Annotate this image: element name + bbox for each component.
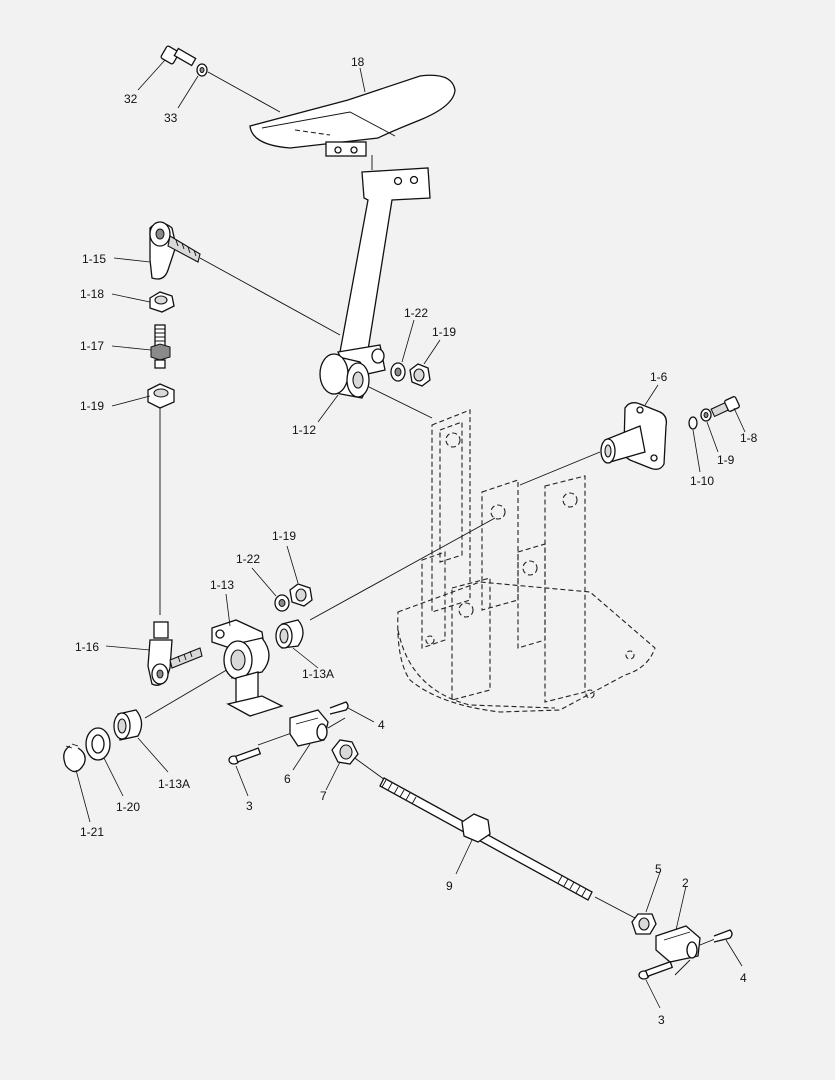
clevis-2 [655, 925, 701, 963]
bolt-1-8 [710, 396, 740, 418]
callout-1-18: 1-18 [80, 287, 104, 301]
bushing-1-13a-top [275, 619, 304, 649]
callout-5: 5 [655, 862, 662, 876]
pedal-arm [337, 167, 431, 379]
nut-1-19-top [409, 363, 431, 387]
callout-2: 2 [682, 876, 689, 890]
callout-1-13a-bottom: 1-13A [158, 777, 190, 791]
lower-pivot-1-13 [211, 619, 284, 717]
callout-1-8: 1-8 [740, 431, 758, 445]
assembly-lines [144, 71, 726, 976]
callout-1-22-top: 1-22 [404, 306, 428, 320]
nut-7 [331, 739, 359, 765]
base-frame [397, 409, 656, 713]
callout-1-12: 1-12 [292, 423, 316, 437]
threaded-rod-9 [379, 777, 593, 901]
callout-1-20: 1-20 [116, 800, 140, 814]
callout-labels: 32 33 18 1-15 1-18 1-17 1-19 1-22 1-19 1… [75, 55, 758, 1027]
callout-9: 9 [446, 879, 453, 893]
pivot-bracket-1-6 [600, 402, 668, 470]
snap-ring-1-21 [63, 743, 86, 773]
callout-1-22-lower: 1-22 [236, 552, 260, 566]
callout-3-bottom: 3 [658, 1013, 665, 1027]
callout-7: 7 [320, 789, 327, 803]
callout-6: 6 [284, 772, 291, 786]
clevis-pin-3-top [228, 747, 262, 765]
stud-1-17 [150, 324, 171, 369]
callout-1-19-left: 1-19 [80, 399, 104, 413]
callout-4-top: 4 [378, 718, 385, 732]
nut-1-19-left [147, 383, 175, 409]
callout-1-16: 1-16 [75, 640, 99, 654]
callout-1-9: 1-9 [717, 453, 735, 467]
bushing-1-13a-bottom [113, 709, 143, 741]
callout-1-19-top: 1-19 [432, 325, 456, 339]
callout-1-17: 1-17 [80, 339, 104, 353]
callout-33: 33 [164, 111, 178, 125]
callout-1-10: 1-10 [690, 474, 714, 488]
callout-1-13: 1-13 [210, 578, 234, 592]
rod-end-1-15 [149, 221, 201, 280]
callout-32: 32 [124, 92, 138, 106]
cotter-pin-4-bottom [713, 929, 733, 943]
washer-1-10 [688, 416, 698, 430]
washer-33 [196, 63, 208, 77]
callout-1-21: 1-21 [80, 825, 104, 839]
callout-1-19-lower: 1-19 [272, 529, 296, 543]
pedal-pad [249, 74, 456, 157]
nut-5 [631, 913, 657, 935]
callout-1-15: 1-15 [82, 252, 106, 266]
clevis-6 [289, 709, 329, 747]
leader-lines [75, 59, 746, 1009]
callout-4-bottom: 4 [740, 971, 747, 985]
washer-1-20 [85, 727, 111, 761]
nut-1-19-lower [289, 583, 313, 607]
washer-1-22-lower [274, 594, 290, 612]
bolt-32 [160, 45, 197, 67]
cotter-pin-4-top [329, 701, 349, 715]
washer-1-22-top [390, 362, 406, 382]
clevis-pin-3-bottom [638, 960, 674, 980]
nut-1-18 [149, 291, 175, 313]
callout-3-top: 3 [246, 799, 253, 813]
callout-1-13a-top: 1-13A [302, 667, 334, 681]
rod-end-1-16 [147, 621, 203, 686]
washer-1-9 [700, 408, 712, 422]
callout-1-6: 1-6 [650, 370, 668, 384]
pivot-hub-1-12 [319, 353, 370, 399]
callout-18: 18 [351, 55, 365, 69]
